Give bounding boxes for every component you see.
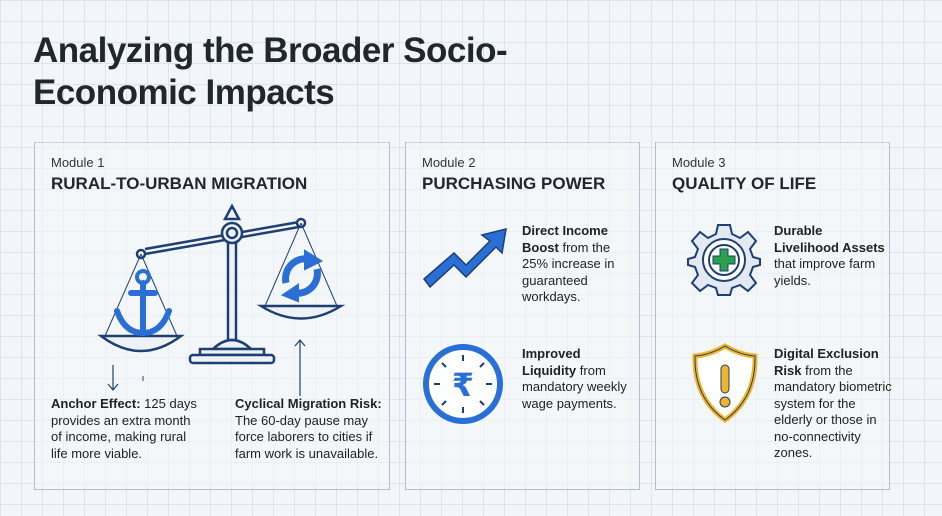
module-label: Module 1 (51, 155, 105, 170)
module-heading: QUALITY OF LIFE (672, 174, 817, 193)
module-heading: RURAL-TO-URBAN MIGRATION (51, 174, 308, 193)
cycle-icon (280, 249, 324, 303)
page-title: Analyzing the Broader Socio-Economic Imp… (33, 31, 508, 112)
improved-liquidity-text: Improved Liquidity from mandatory weekly… (522, 346, 627, 411)
anchor-effect-text: Anchor Effect: 125 days provides an extr… (51, 396, 197, 461)
balance-scale-icon (97, 203, 346, 381)
down-arrow-icon (107, 365, 119, 391)
rupee-clock-icon: ₹ (423, 344, 503, 424)
cyclical-migration-text: Cyclical Migration Risk: The 60-day paus… (235, 396, 382, 461)
svg-text:₹: ₹ (452, 366, 474, 404)
direct-income-text: Direct Income Boost from the 25% increas… (522, 223, 615, 304)
up-arrow-icon (294, 339, 306, 396)
trend-up-arrow-icon (422, 227, 507, 289)
module-1-panel: Module 1 RURAL-TO-URBAN MIGRATION Anchor… (34, 142, 390, 490)
module-label: Module 2 (422, 155, 476, 170)
module-heading: PURCHASING POWER (422, 174, 606, 193)
shield-warning-icon (692, 343, 758, 423)
module-2-panel: Module 2 PURCHASING POWER ₹ Direct Incom… (405, 142, 640, 490)
module-label: Module 3 (672, 155, 726, 170)
module-3-panel: Module 3 QUALITY OF LIFE Durable Livelih… (655, 142, 892, 490)
digital-exclusion-text: Digital Exclusion Risk from the mandator… (774, 346, 892, 460)
durable-assets-text: Durable Livelihood Assets that improve f… (774, 223, 885, 288)
gear-plus-icon (687, 224, 761, 296)
anchor-icon (114, 269, 172, 337)
